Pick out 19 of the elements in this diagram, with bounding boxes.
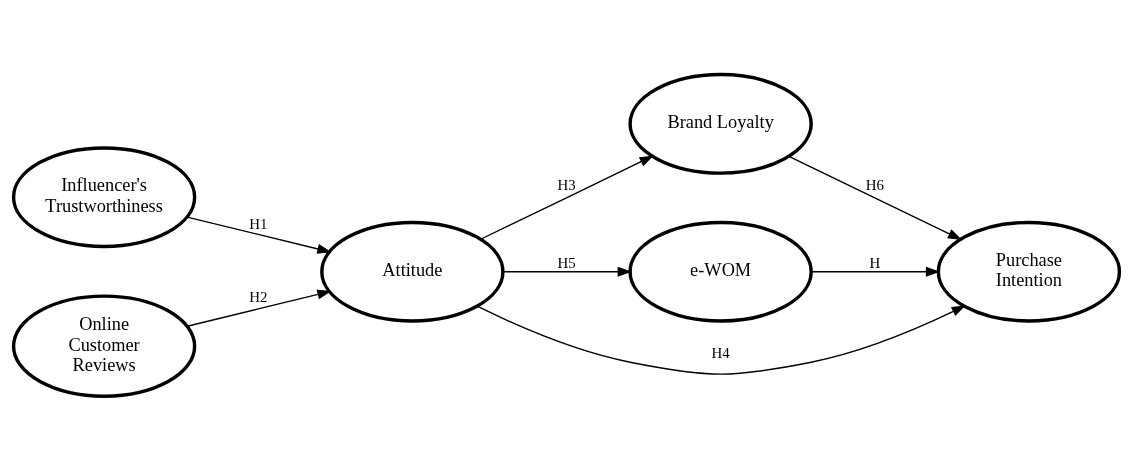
arrow: [186, 215, 332, 254]
edge-label: H4: [711, 344, 730, 361]
node-ellipse: Attitude: [320, 220, 505, 323]
node-ellipse: e-WOM: [628, 220, 813, 323]
node-ellipse: Purchase Intention: [936, 220, 1122, 323]
edge-label: H5: [557, 254, 576, 271]
edge-label: H6: [865, 176, 884, 193]
node-ellipse: Brand Loyalty: [628, 72, 813, 175]
arrow: [502, 266, 632, 277]
edge-label: H2: [249, 288, 268, 305]
node-ellipse: Online Customer Reviews: [11, 293, 197, 398]
arrow: [479, 155, 654, 240]
edge-label: H1: [249, 215, 268, 232]
edge-label: H3: [557, 176, 576, 193]
arrow: [788, 155, 963, 240]
edge-label: H: [869, 254, 881, 271]
arrow: [186, 289, 332, 327]
node-ellipse: Influencer's Trustworthiness: [11, 145, 197, 248]
arrow: [476, 304, 966, 375]
